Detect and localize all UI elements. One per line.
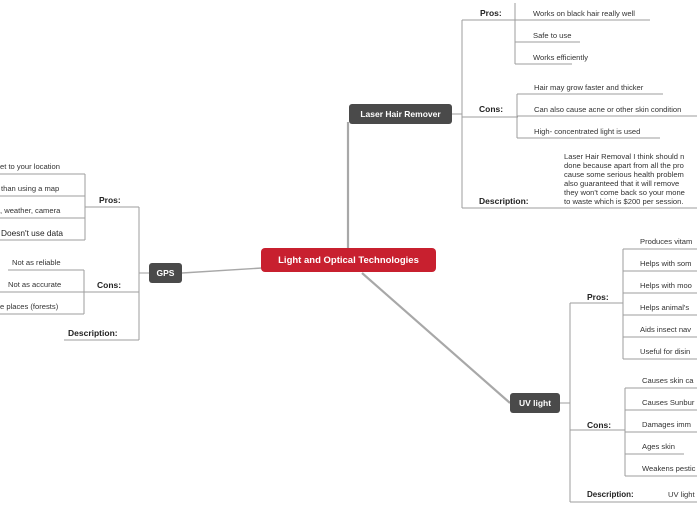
uv-pro-item: Useful for disin — [640, 347, 691, 356]
laser-description-line: Laser Hair Removal I think should n — [564, 152, 685, 161]
root-topic-label: Light and Optical Technologies — [278, 254, 419, 266]
topic-gps-label: GPS — [156, 268, 175, 278]
gps-cons-label: Cons: — [97, 280, 122, 290]
laser-description-line: also guaranteed that it will remove — [564, 179, 680, 188]
gps-pros-label: Pros: — [99, 195, 121, 205]
uv-description-value: UV light — [668, 490, 695, 499]
laser-description-line: cause some serious health problem — [564, 170, 684, 179]
uv-pros-label: Pros: — [587, 292, 609, 302]
gps-con-item: Not as reliable — [12, 258, 61, 267]
topic-laser-hair-remover[interactable]: Laser Hair Remover — [349, 104, 452, 124]
gps-pro-item: et to your location — [0, 162, 60, 171]
gps-pro-item: , weather, camera — [0, 206, 61, 215]
laser-description-label: Description: — [479, 196, 529, 206]
laser-con-item: Can also cause acne or other skin condit… — [534, 105, 682, 114]
uv-con-item: Causes Sunbur — [642, 398, 695, 407]
laser-cons-label: Cons: — [479, 104, 504, 114]
uv-description-label: Description: — [587, 490, 634, 499]
topic-uv-label: UV light — [518, 398, 552, 408]
topic-laser-label: Laser Hair Remover — [360, 109, 441, 119]
topic-uv-light[interactable]: UV light — [510, 393, 560, 413]
topic-gps[interactable]: GPS — [149, 263, 182, 283]
laser-description-line: to waste which is $200 per session. — [564, 197, 684, 206]
uv-con-item: Causes skin ca — [642, 376, 694, 385]
laser-con-item: High- concentrated light is used — [534, 127, 641, 136]
root-topic[interactable]: Light and Optical Technologies — [261, 248, 436, 272]
connector-root-uv — [361, 272, 511, 404]
laser-pro-item: Safe to use — [533, 31, 572, 40]
uv-pro-item: Helps with moo — [640, 281, 692, 290]
gps-con-item: Not as accurate — [8, 280, 62, 289]
gps-description-label: Description: — [68, 328, 118, 338]
uv-pro-item: Aids insect nav — [640, 325, 692, 334]
uv-pro-item: Produces vitam — [640, 237, 693, 246]
uv-con-item: Weakens pestic — [642, 464, 696, 473]
gps-pro-item: than using a map — [1, 184, 60, 193]
uv-pro-item: Helps animal's — [640, 303, 690, 312]
uv-con-item: Damages imm — [642, 420, 691, 429]
uv-con-item: Ages skin — [642, 442, 675, 451]
connector-root-gps — [181, 267, 263, 274]
laser-spine — [450, 20, 463, 208]
gps-con-item: e places (forests) — [0, 302, 59, 311]
uv-pro-item: Helps with som — [640, 259, 692, 268]
uv-cons-label: Cons: — [587, 420, 612, 430]
laser-pros-label: Pros: — [480, 8, 502, 18]
laser-con-item: Hair may grow faster and thicker — [534, 83, 644, 92]
gps-pro-item: Doesn't use data — [1, 228, 64, 238]
laser-description-line: done because apart from all the pro — [564, 161, 684, 170]
laser-description-line: they won't come back so your mone — [564, 188, 685, 197]
laser-pro-item: Works efficiently — [533, 53, 589, 62]
laser-pro-item: Works on black hair really well — [533, 9, 635, 18]
